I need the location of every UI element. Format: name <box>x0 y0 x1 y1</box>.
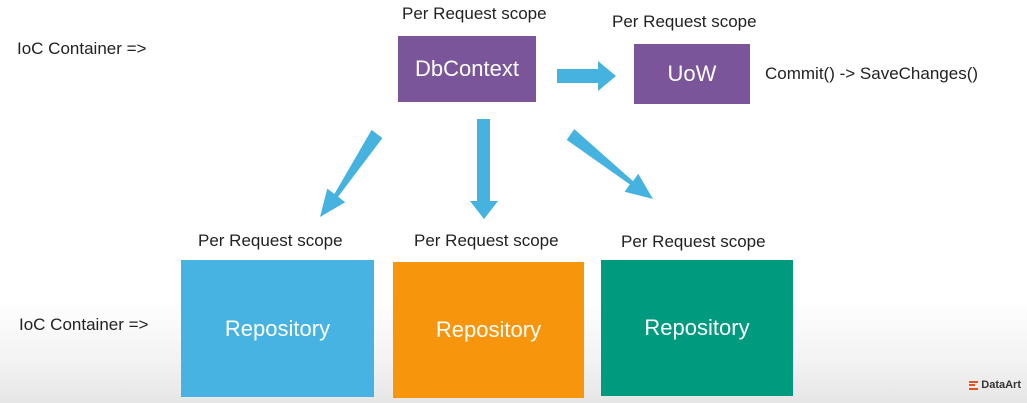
repository-3-label: Repository <box>644 315 750 340</box>
ioc-container-label-bottom: IoC Container => <box>19 315 149 334</box>
repository-2-label: Repository <box>435 317 542 342</box>
scope-label-dbcontext: Per Request scope <box>402 4 547 23</box>
arrow-dbcontext-to-repo-2 <box>470 119 498 219</box>
arrow-dbcontext-to-repo-1 <box>320 129 383 217</box>
dataart-logo: DataArt <box>969 379 1021 391</box>
repository-1-label: Repository <box>224 315 331 341</box>
scope-label-repository-1: Per Request scope <box>198 231 343 250</box>
dataart-logo-icon <box>969 380 979 390</box>
arrow-dbcontext-to-repo-3 <box>566 129 653 199</box>
ioc-container-label-top: IoC Container => <box>17 39 147 58</box>
dataart-logo-text: DataArt <box>981 379 1021 391</box>
scope-label-repository-2: Per Request scope <box>414 231 559 250</box>
dbcontext-box: DbContext <box>398 36 536 102</box>
repository-box-2: Repository <box>393 262 584 398</box>
uow-label: UoW <box>667 61 717 86</box>
uow-box: UoW <box>634 44 750 104</box>
commit-note: Commit() -> SaveChanges() <box>765 64 979 83</box>
scope-label-uow: Per Request scope <box>612 12 757 31</box>
repository-box-1: Repository <box>181 260 374 397</box>
dbcontext-label: DbContext <box>415 56 519 81</box>
repository-box-3: Repository <box>601 260 793 396</box>
arrow-dbcontext-to-uow <box>557 61 616 91</box>
scope-label-repository-3: Per Request scope <box>621 232 766 251</box>
